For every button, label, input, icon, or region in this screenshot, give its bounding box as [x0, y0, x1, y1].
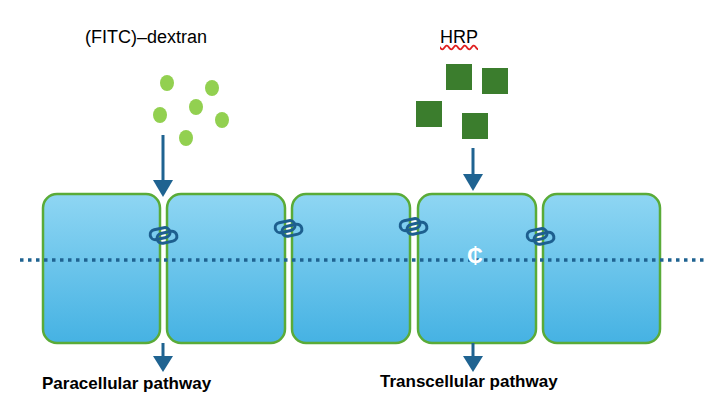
dextran-particle	[189, 99, 203, 115]
arrow-head	[153, 180, 173, 197]
flow-arrow	[472, 148, 475, 176]
dotted-line	[20, 258, 705, 262]
tight-junction	[149, 225, 178, 245]
arrow-head	[463, 174, 483, 191]
flow-arrow	[162, 135, 165, 182]
epithelial-cell	[43, 194, 160, 343]
arrow-head	[153, 356, 173, 372]
hrp-particle	[446, 64, 472, 90]
pathway-label: Transcellular pathway	[380, 372, 558, 392]
flow-arrow	[472, 343, 475, 358]
dextran-particle	[205, 80, 219, 96]
epithelial-cell	[292, 194, 410, 343]
tracer-label: HRP	[440, 27, 478, 48]
epithelial-cell	[167, 194, 285, 343]
dextran-particle	[160, 75, 174, 91]
arrow-head	[463, 356, 483, 372]
hrp-particle	[416, 101, 442, 127]
dextran-particle	[215, 112, 229, 128]
tracer-label: (FITC)–dextran	[85, 27, 207, 48]
tight-junction	[526, 226, 555, 246]
hrp-particle	[482, 68, 508, 94]
epithelial-cell	[418, 194, 536, 343]
hrp-particle	[462, 113, 488, 139]
tight-junction	[274, 218, 303, 238]
tight-junction	[399, 216, 428, 236]
epithelial-cell	[543, 194, 660, 343]
dextran-particle	[153, 107, 167, 123]
dextran-particle	[179, 130, 193, 146]
flow-arrow	[162, 343, 165, 358]
pathway-label: Paracellular pathway	[42, 374, 211, 394]
cell-symbol: ₵	[467, 243, 483, 269]
